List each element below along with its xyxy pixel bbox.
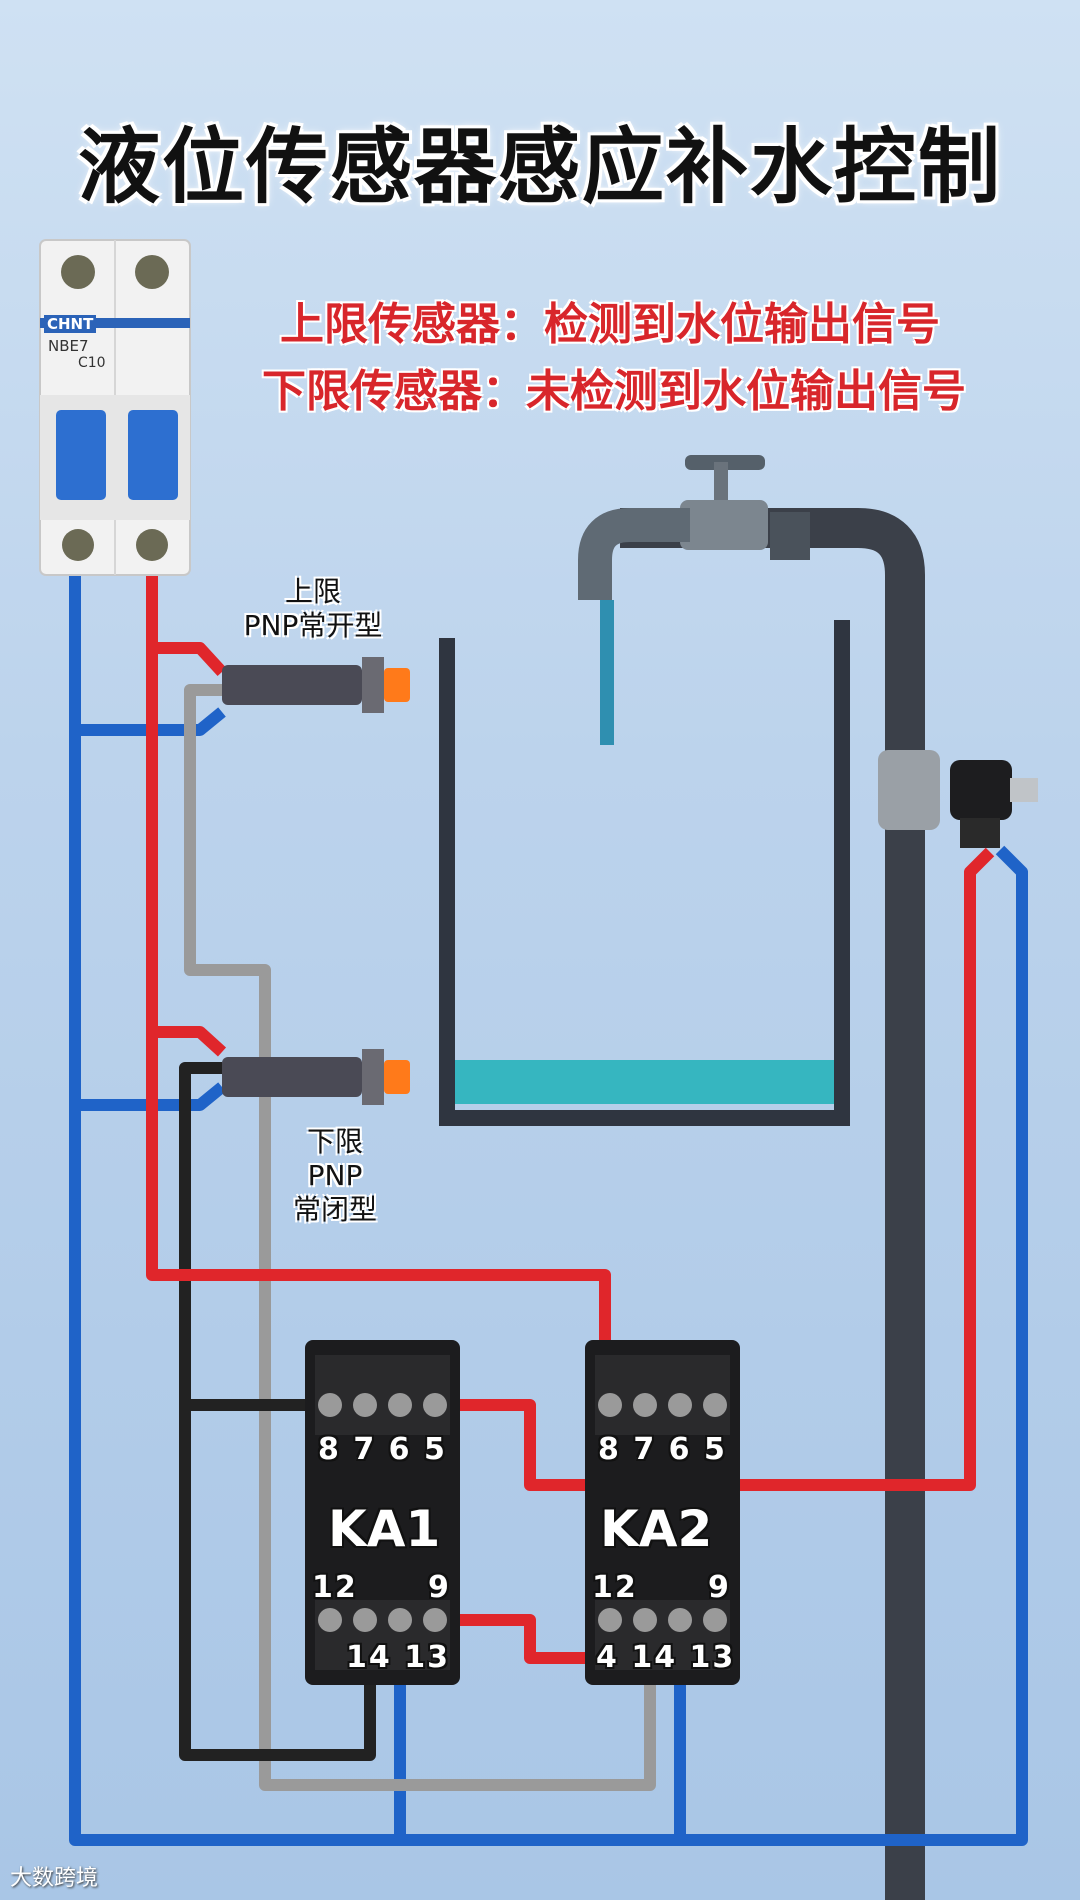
relay-ka2 [585,1340,740,1685]
lower-sensor [222,1049,410,1105]
gray-signal-wires [184,684,656,1791]
faucet-icon [578,455,810,745]
lower-sensor-line2: PNP [307,1159,363,1192]
ka2-pin-12: 12 [592,1570,638,1605]
ka1-top-pins: 8 7 6 5 [318,1432,447,1467]
circuit-breaker [39,239,191,576]
ka2-bottom-pins: 4 14 13 [596,1640,736,1675]
neutral-wires [69,545,1028,1846]
watermark: 大数跨境 [10,1866,99,1891]
ka2-top-pins: 8 7 6 5 [598,1432,727,1467]
breaker-rating: C10 [78,355,106,371]
relay-ka1 [305,1340,460,1685]
tank-water [452,1060,834,1104]
ka2-name: KA2 [600,1500,713,1558]
solenoid-valve-icon [878,750,1038,848]
ka1-pin-12: 12 [312,1570,358,1605]
upper-sensor [222,657,410,713]
breaker-brand: CHNT [44,315,97,333]
page-title: 液位传感器感应补水控制 [77,120,1002,215]
ka1-pin-9: 9 [428,1570,451,1605]
lower-sensor-line3: 常闭型 [292,1193,377,1226]
upper-sensor-label: 上限 PNP常开型 [228,575,398,643]
water-tank [439,620,850,1126]
lower-sensor-label: 下限 PNP 常闭型 [275,1125,395,1227]
upper-sensor-line2: PNP常开型 [243,609,383,642]
supply-pipe [620,508,925,1900]
note-lower: 下限传感器：未检测到水位输出信号 [262,366,966,417]
upper-sensor-line1: 上限 [284,575,341,608]
lower-sensor-line1: 下限 [306,1125,363,1158]
ka1-name: KA1 [328,1500,441,1558]
ka1-bottom-pins: 14 13 [346,1640,450,1675]
breaker-model: NBE7 [48,337,89,355]
ka2-pin-9: 9 [708,1570,731,1605]
note-upper: 上限传感器：检测到水位输出信号 [280,299,940,350]
